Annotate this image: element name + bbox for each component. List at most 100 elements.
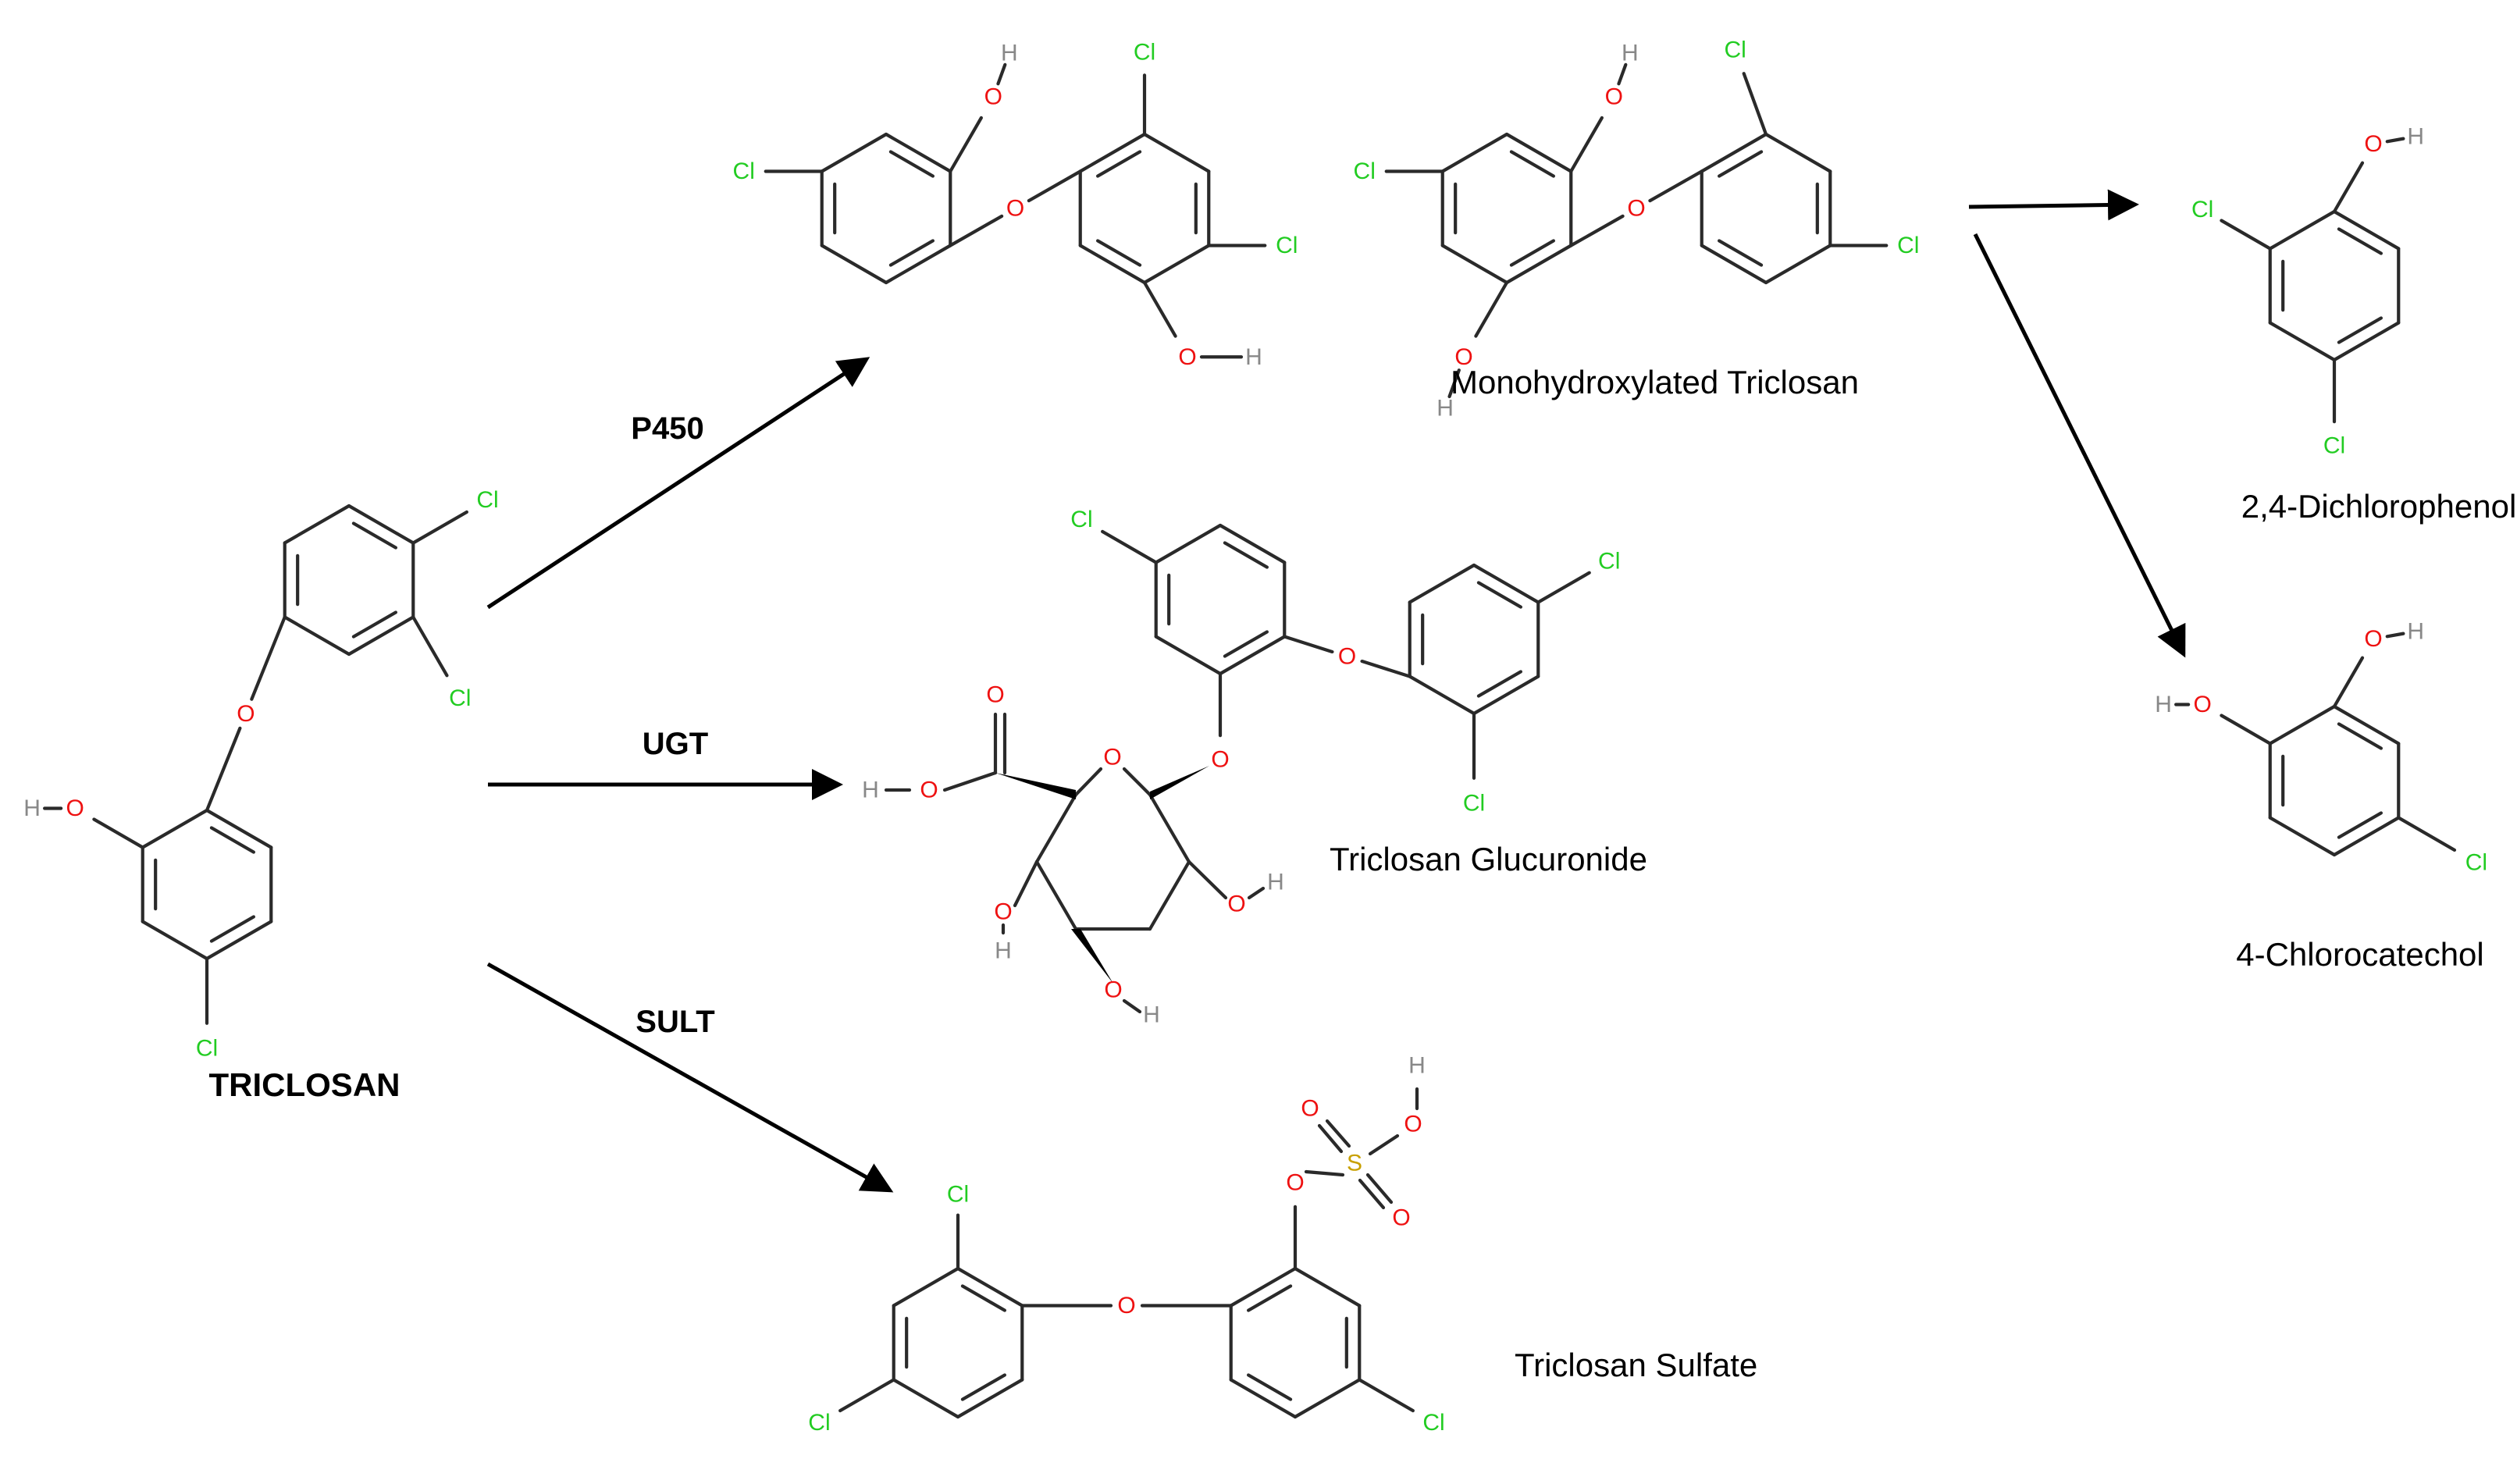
atom-o: O — [1404, 1112, 1422, 1137]
atom-cl: Cl — [449, 685, 471, 711]
label-triclosan: TRICLOSAN — [209, 1066, 401, 1103]
atom-h: H — [1267, 870, 1284, 895]
sugar-bond — [1034, 792, 1078, 864]
ring-bond — [2268, 209, 2337, 251]
atom-cl: Cl — [1598, 549, 1620, 575]
double-bond — [351, 521, 397, 550]
ring-bond — [347, 504, 415, 545]
atom-o: O — [986, 682, 1004, 708]
wedge-bond — [1071, 929, 1113, 984]
atom-cl: Cl — [1070, 507, 1092, 532]
atom-o: O — [1006, 196, 1024, 222]
ring-bond — [1229, 1378, 1298, 1419]
ring-bond — [141, 808, 209, 849]
atom-o: O — [1178, 344, 1196, 370]
substituent-bond — [2332, 656, 2365, 709]
ring-bond — [1218, 635, 1287, 676]
ring-bond — [1408, 563, 1476, 604]
sugar-oh-bond — [1187, 859, 1228, 900]
ring-bond — [884, 132, 952, 173]
atom-cl: Cl — [808, 1410, 830, 1436]
ring-bond — [1504, 244, 1573, 285]
atom-o: O — [920, 778, 938, 803]
substituent-bond — [1569, 116, 1604, 173]
atom-o: O — [2364, 626, 2382, 652]
oh-bond — [996, 62, 1007, 86]
arrow-to-dichlorophenol — [1968, 189, 2139, 221]
substituent-bond — [411, 510, 468, 545]
atom-o: O — [1117, 1293, 1135, 1319]
ring-bond — [2332, 704, 2401, 746]
sugar-bond — [1034, 859, 1078, 931]
atom-h: H — [2407, 618, 2424, 644]
ring-bond — [283, 504, 351, 545]
atom-o: O — [984, 84, 1002, 110]
ring-bond — [205, 920, 273, 961]
sugar-bond — [1148, 859, 1191, 931]
sulfate-double-bond — [1365, 1173, 1394, 1205]
enzyme-label-sult: SULT — [635, 1005, 714, 1039]
double-bond — [1509, 150, 1555, 178]
oh-bond — [1447, 368, 1461, 399]
atom-cl: Cl — [2191, 197, 2213, 222]
substituent-bond — [1358, 1378, 1415, 1413]
ring-bond — [1504, 132, 1573, 173]
double-bond — [1096, 239, 1142, 267]
double-bond — [1509, 239, 1555, 267]
ring-bond — [2332, 321, 2401, 362]
atom-cl: Cl — [1897, 233, 1919, 258]
atom-h: H — [1001, 40, 1018, 66]
atom-cl: Cl — [476, 487, 498, 513]
atom-o: O — [994, 899, 1012, 925]
atom-h: H — [23, 795, 41, 821]
ether-bond — [250, 615, 287, 701]
ring-bond — [2332, 209, 2401, 251]
ring-bond — [1440, 244, 1509, 285]
ether-bond — [1027, 169, 1082, 203]
atom-o: O — [237, 701, 255, 727]
double-bond — [888, 150, 935, 178]
ring-bond — [1229, 1266, 1298, 1308]
atom-h: H — [862, 778, 879, 803]
atom-o: O — [1454, 344, 1472, 370]
oh-bond — [1247, 886, 1266, 900]
substituent-bond — [1101, 529, 1158, 564]
ring-bond — [1472, 674, 1540, 716]
ring-bond — [956, 1378, 1024, 1419]
ring-bond — [820, 132, 888, 173]
substituent-bond — [2220, 714, 2272, 746]
sulfate-double-bond — [1358, 1178, 1386, 1210]
atom-h: H — [1437, 396, 1454, 422]
oh-bond — [1122, 998, 1142, 1014]
substituent-bond — [2397, 816, 2457, 852]
label-2-4-dichlorophenol: 2,4-Dichlorophenol — [2241, 488, 2517, 525]
arrow-p450 — [486, 357, 870, 610]
substituent-bond — [2220, 219, 2272, 251]
ring-bond — [2332, 816, 2401, 857]
ring-bond — [2268, 704, 2337, 746]
ring-bond — [1154, 523, 1223, 564]
substituent-bond — [92, 817, 144, 849]
ring-bond — [1764, 132, 1832, 173]
ether-bond — [1283, 635, 1334, 654]
substituent-bond — [411, 615, 449, 678]
ring-bond — [1700, 244, 1768, 285]
atom-cl: Cl — [1724, 37, 1746, 62]
substituent-bond — [949, 116, 983, 173]
atom-h: H — [1245, 344, 1262, 370]
atom-h: H — [2155, 692, 2172, 717]
ring-bond — [2268, 321, 2337, 362]
atom-o: O — [2364, 131, 2382, 157]
double-bond — [2337, 811, 2383, 839]
atom-h: H — [1622, 40, 1639, 66]
sugar-oh-bond — [1013, 859, 1039, 908]
atom-h: H — [995, 938, 1012, 964]
ring-bond — [1472, 563, 1540, 604]
ring-bond — [820, 244, 888, 285]
double-bond — [1718, 150, 1764, 178]
label-triclosan-glucuronide: Triclosan Glucuronide — [1330, 841, 1647, 877]
substituent-bond — [838, 1378, 895, 1413]
ring-bond — [2268, 816, 2337, 857]
atom-cl: Cl — [2465, 850, 2487, 876]
